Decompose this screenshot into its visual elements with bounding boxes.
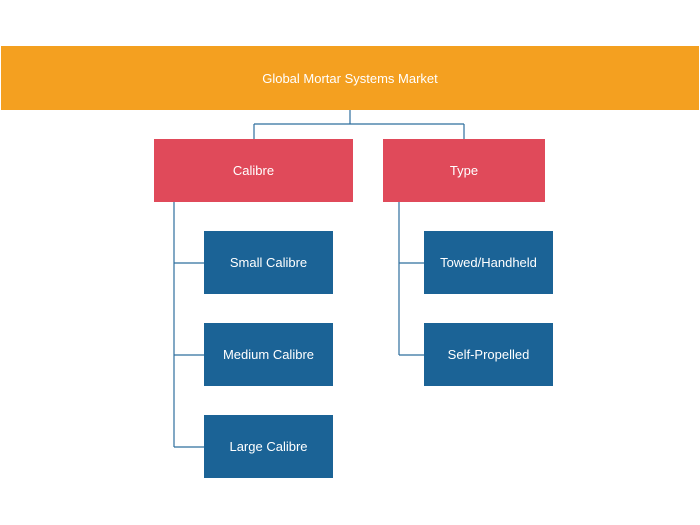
leaf-large-calibre: Large Calibre — [204, 415, 333, 478]
leaf-small-calibre: Small Calibre — [204, 231, 333, 294]
root-label: Global Mortar Systems Market — [262, 70, 438, 86]
leaf-small-calibre-label: Small Calibre — [229, 255, 308, 270]
leaf-self-propelled: Self-Propelled — [424, 323, 553, 386]
leaf-medium-calibre: Medium Calibre — [204, 323, 333, 386]
leaf-large-calibre-label: Large Calibre — [229, 439, 308, 454]
category-type: Type — [383, 139, 545, 202]
category-calibre: Calibre — [154, 139, 353, 202]
leaf-towed-handheld-label: Towed/Handheld — [440, 255, 537, 270]
leaf-towed-handheld: Towed/Handheld — [424, 231, 553, 294]
root-node: Global Mortar Systems Market — [1, 46, 699, 110]
category-type-label: Type — [449, 163, 479, 178]
leaf-medium-calibre-label: Medium Calibre — [222, 347, 315, 362]
category-calibre-label: Calibre — [232, 163, 275, 178]
leaf-self-propelled-label: Self-Propelled — [447, 347, 530, 362]
